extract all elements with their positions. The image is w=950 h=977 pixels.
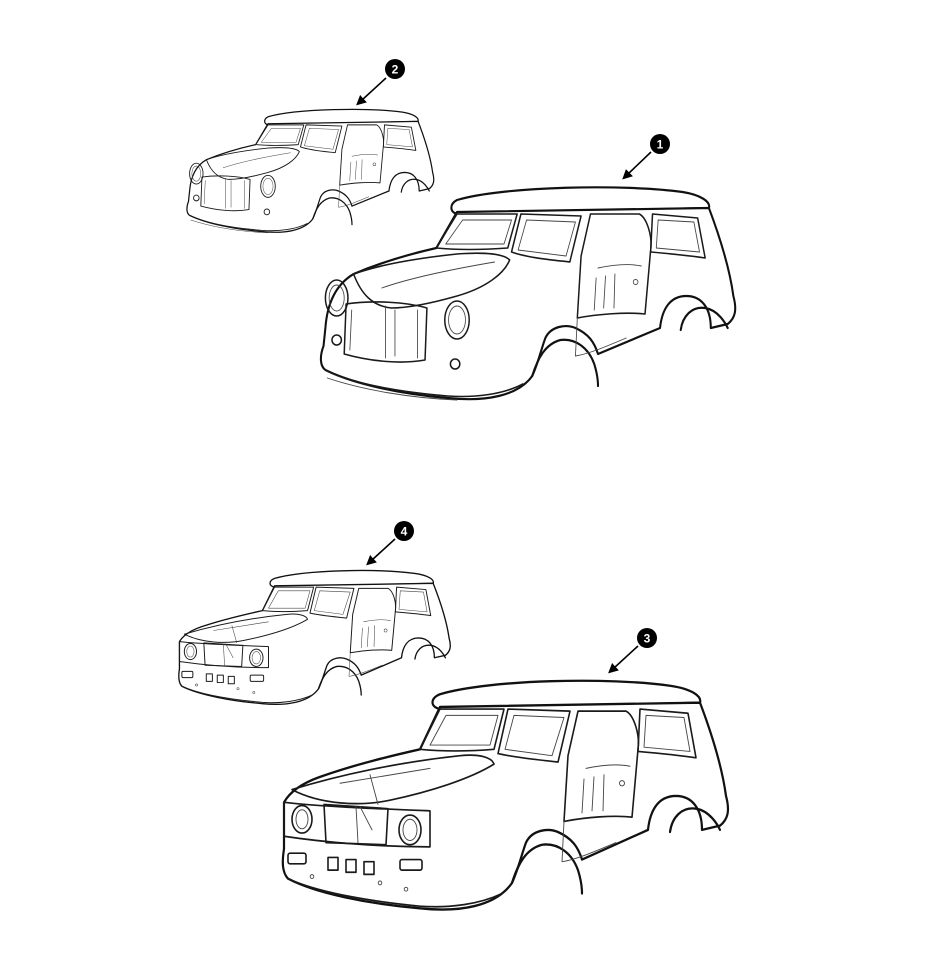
callout-2: 2	[356, 59, 405, 106]
clubman-shell-large	[281, 679, 730, 911]
callout-3-label: 3	[644, 632, 651, 646]
callout-2-badge	[385, 59, 405, 79]
callout-3-leader	[608, 645, 639, 674]
callout-2-leader	[356, 77, 387, 106]
mkii-shell-small	[186, 108, 435, 234]
clubman-shell-small	[178, 569, 451, 706]
callout-4-label: 4	[401, 525, 408, 539]
callout-1-label: 1	[657, 138, 664, 152]
callout-1-leader	[622, 151, 652, 180]
callout-1-badge	[650, 134, 670, 154]
callout-3: 3	[608, 628, 657, 674]
callout-1: 1	[622, 134, 670, 180]
callout-4-badge	[394, 521, 414, 541]
callout-4-leader	[366, 538, 396, 566]
mkii-shell-large	[319, 186, 737, 402]
callout-4: 4	[366, 521, 414, 566]
callout-2-label: 2	[392, 63, 399, 77]
callout-3-badge	[637, 628, 657, 648]
